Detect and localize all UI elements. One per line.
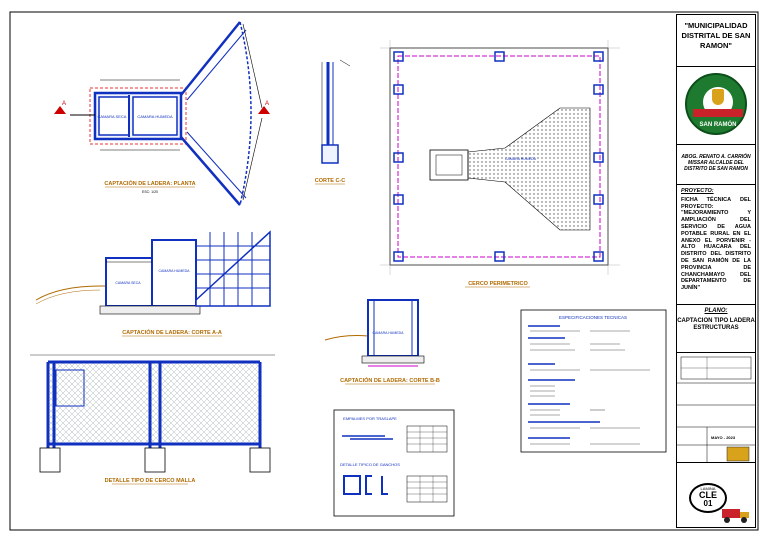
logo-text: SAN RAMÓN (699, 122, 737, 128)
logo-circle: SAN RAMÓN (685, 73, 747, 135)
corte-cc-drawing: CORTE C-C (315, 59, 351, 185)
municipality-name: "MUNICIPALIDAD DISTRITAL DE SAN RAMON" (677, 15, 755, 67)
lamina-code: CLE (699, 490, 717, 500)
project-heading: PROYECTO: (681, 188, 714, 194)
especificaciones-title: ESPECIFICACIONES TECNICAS (559, 315, 627, 320)
logo-band (693, 109, 743, 117)
corte-cc-title: CORTE C-C (315, 178, 346, 184)
planta-scale: ESC: 1/20 (142, 190, 158, 194)
title-block: "MUNICIPALIDAD DISTRITAL DE SAN RAMON" S… (676, 14, 756, 528)
lamina-label: LAMINA (700, 486, 716, 491)
cut-a-left-label: A (62, 101, 66, 107)
perimetro-camara-label: CAMARA HUMEDA (505, 157, 537, 161)
mayor-name: ABOG. RENATO A. CARRIÓN MISSAR ALCALDE D… (677, 145, 755, 185)
project-section: PROYECTO: FICHA TÉCNICA DEL PROYECTO: "M… (677, 185, 755, 305)
dump-truck-icon (722, 509, 749, 523)
info-rows: MAYO - 2023 (677, 353, 755, 463)
ganchos-title: DETALLE TIPICO DE GANCHOS (340, 462, 400, 467)
perimetro-title: CERCO PERIMETRICO (468, 281, 528, 287)
corte-aa-title: CAPTACIÓN DE LADERA: CORTE A-A (122, 328, 222, 336)
municipality-logo: SAN RAMÓN (677, 67, 755, 145)
aa-camara-seca-label: CAMARA SECA (115, 281, 141, 285)
cut-a-right-label: A (265, 101, 269, 107)
malla-title: DETALLE TIPO DE CERCO MALLA (105, 478, 196, 484)
corte-bb-title: CAPTACIÓN DE LADERA: CORTE B-B (340, 376, 440, 384)
especificaciones-box: ESPECIFICACIONES TECNICAS (520, 309, 667, 453)
aa-camara-humeda-label: CAMARA HUMEDA (159, 269, 191, 273)
planta-drawing: A A CAMARA SECA CAMARA HUMEDA CAPTACIÓN … (54, 21, 270, 206)
corte-aa-drawing: CAMARA SECA CAMARA HUMEDA CAPTACIÓN DE L… (35, 230, 271, 337)
project-description: FICHA TÉCNICA DEL PROYECTO: "MEJORAMIENT… (681, 196, 751, 292)
info-rows-grid: MAYO - 2023 (677, 356, 755, 463)
corte-bb-drawing: CAMARA HUMEDA CAPTACIÓN DE LADERA: CORTE… (324, 299, 440, 385)
plano-name: CAPTACION TIPO LADERA ESTRUCTURAS (677, 318, 755, 331)
lamina-section: LAMINA CLE 01 (677, 463, 755, 529)
perimetro-drawing: CAMARA HUMEDA CERCO PERIMETRICO (380, 40, 620, 288)
date-text: MAYO - 2023 (711, 435, 736, 440)
excavator-icon (726, 446, 750, 462)
lamina-number: 01 (703, 499, 713, 508)
bb-camara-label: CAMARA HUMEDA (373, 331, 405, 335)
plano-section: PLANO: CAPTACION TIPO LADERA ESTRUCTURAS (677, 305, 755, 353)
traslape-title: EMPALMES POR TRASLAPE (343, 416, 397, 421)
plano-heading: PLANO: (704, 308, 728, 314)
sheet-border (9, 11, 759, 531)
shield-icon (712, 89, 724, 105)
traslape-box: EMPALMES POR TRASLAPE DETALLE TIPICO DE … (333, 409, 455, 517)
planta-title: CAPTACIÓN DE LADERA: PLANTA (104, 179, 195, 187)
camara-seca-label: CAMARA SECA (98, 114, 127, 119)
malla-drawing: DETALLE TIPO DE CERCO MALLA (30, 354, 275, 485)
lamina-badge: LAMINA CLE 01 (689, 483, 727, 513)
camara-humeda-label: CAMARA HUMEDA (137, 114, 173, 119)
